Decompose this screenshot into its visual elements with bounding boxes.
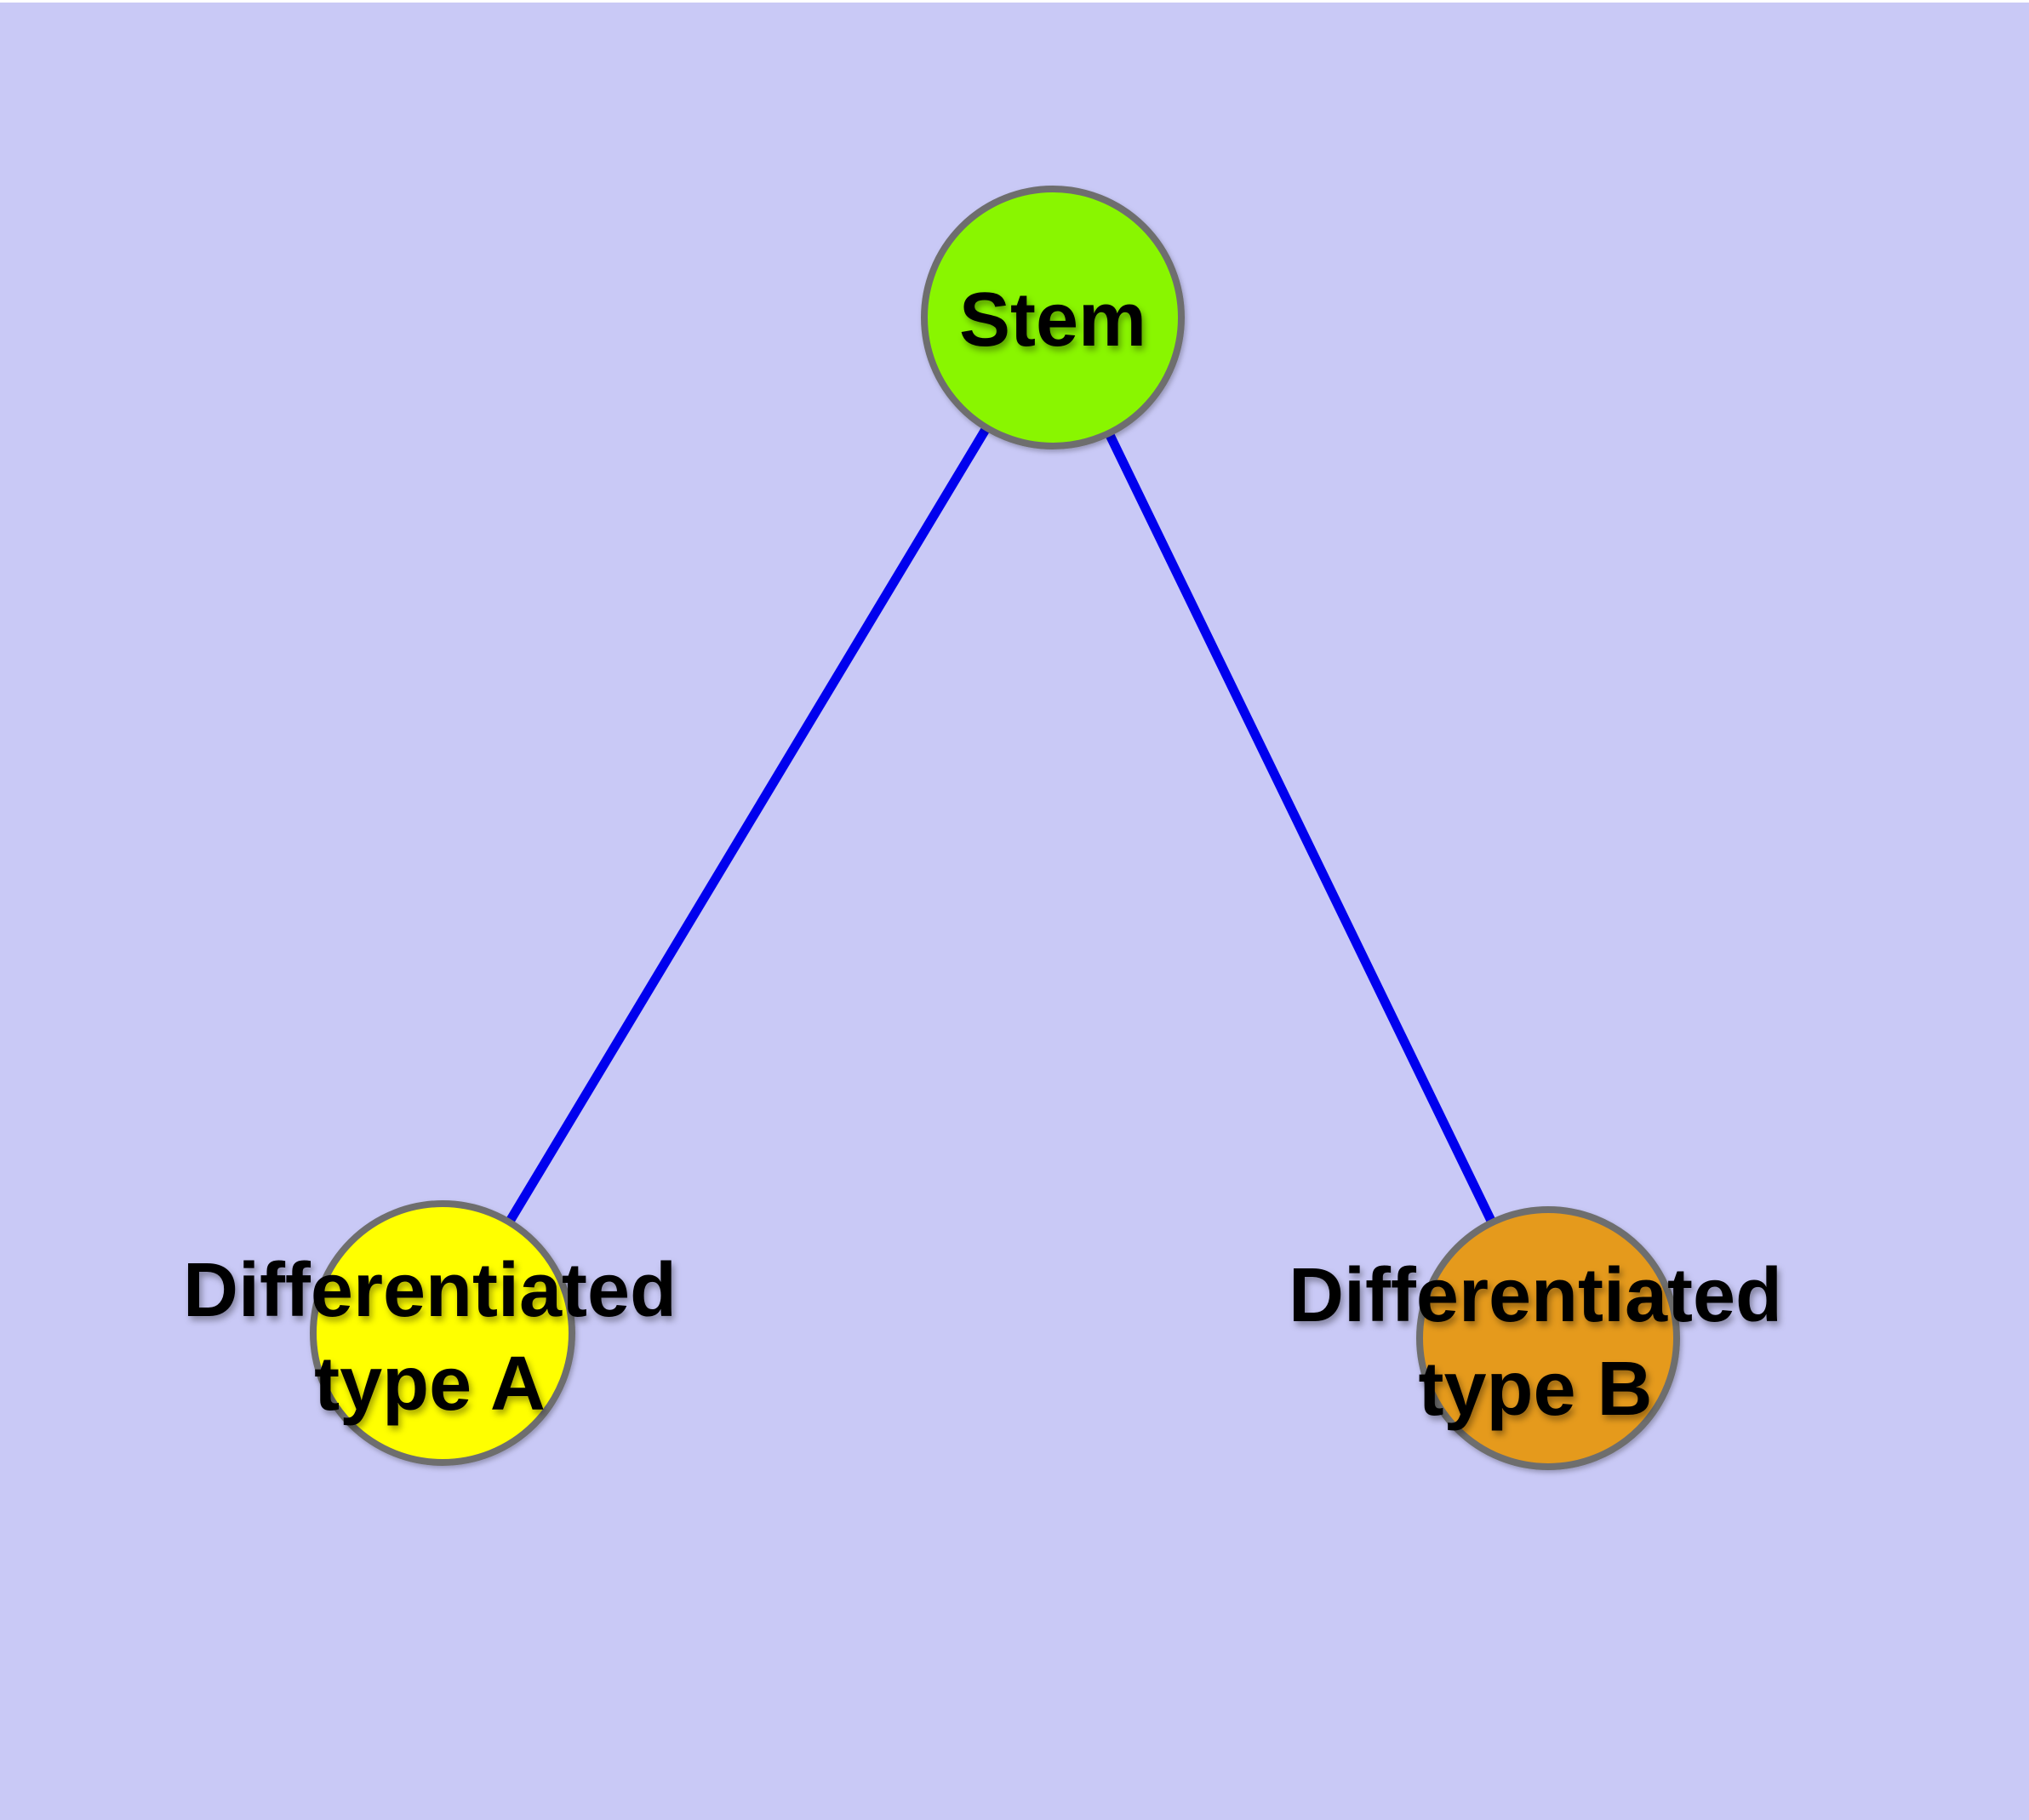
differentiated-type-b-label-line1: Differentiated — [1289, 1253, 1782, 1338]
stem-node-label: Stem — [959, 278, 1146, 363]
edge-stem-to-type-b — [1049, 315, 1552, 1341]
node-layer — [310, 186, 1680, 1470]
edge-layer — [438, 315, 1552, 1341]
edge-stem-to-type-a — [438, 315, 1057, 1336]
differentiated-type-a-label-line1: Differentiated — [183, 1248, 677, 1333]
differentiated-type-a-label-line2: type A — [314, 1342, 546, 1427]
differentiated-type-b-label-line2: type B — [1418, 1347, 1652, 1432]
label-layer: Stem Differentiated type A Differentiate… — [183, 278, 1782, 1432]
stem-node-circle — [921, 186, 1185, 449]
differentiated-type-a-node-circle — [310, 1200, 575, 1466]
differentiated-type-b-node-circle — [1416, 1206, 1680, 1470]
